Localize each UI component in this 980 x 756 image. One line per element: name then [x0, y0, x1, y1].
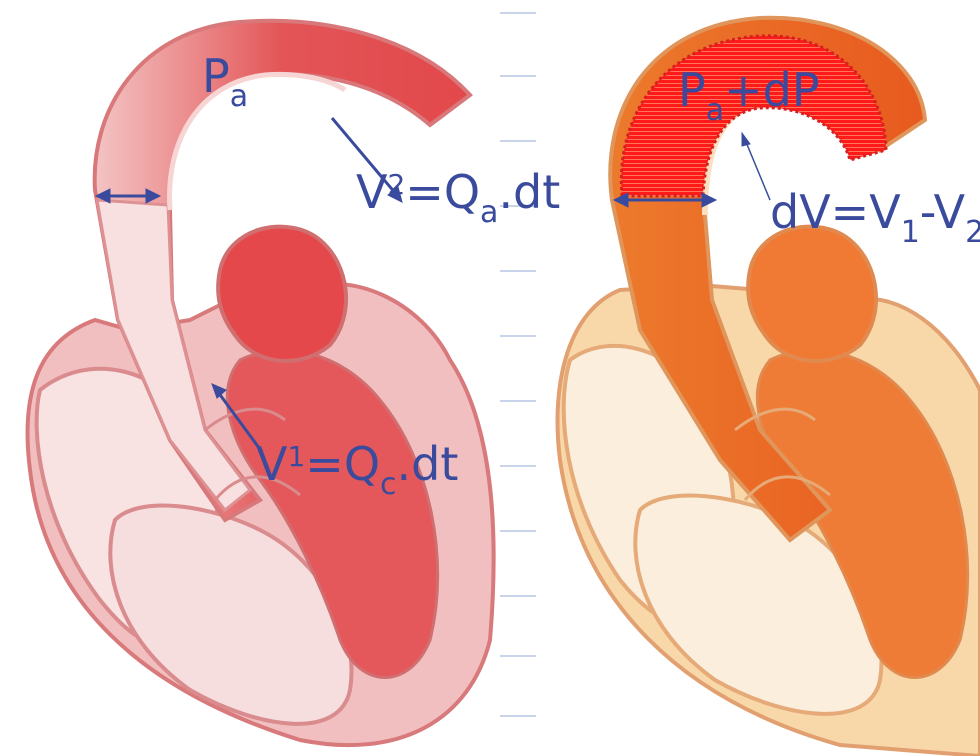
dv-pointer-arrow — [742, 133, 770, 200]
label-v2: V2=Qa.dt — [356, 165, 560, 230]
right-heart — [558, 18, 980, 756]
left-heart — [28, 21, 494, 745]
right-heart-left-atrium — [748, 227, 876, 361]
page-dots — [500, 12, 536, 717]
left-heart-left-atrium — [218, 227, 346, 361]
